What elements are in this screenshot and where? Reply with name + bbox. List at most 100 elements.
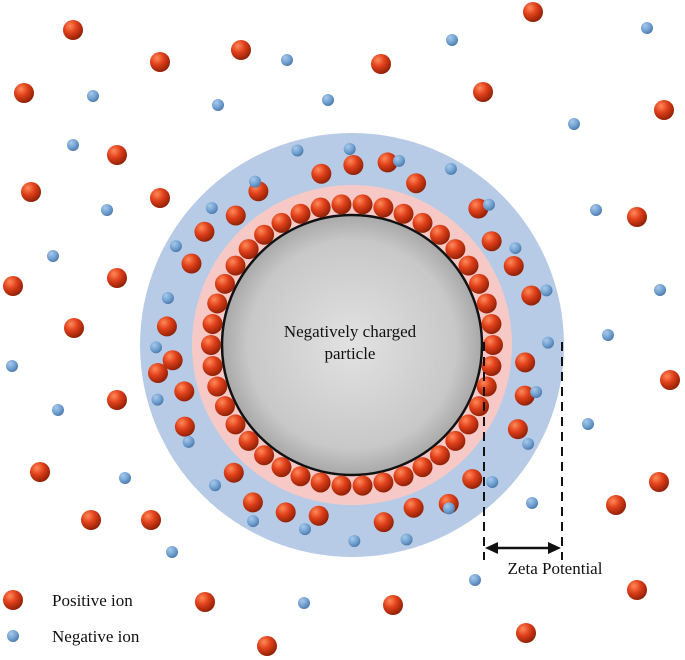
positive-ion [503, 255, 524, 276]
positive-ion [225, 205, 246, 226]
positive-ion [21, 182, 41, 202]
positive-ion [156, 316, 177, 337]
positive-ion [412, 212, 433, 233]
positive-ion [257, 636, 277, 656]
negative-ion [151, 393, 164, 406]
positive-ion [373, 472, 394, 493]
positive-ion [214, 396, 235, 417]
negative-ion [641, 22, 653, 34]
positive-ion [469, 273, 490, 294]
negative-ion [87, 90, 99, 102]
positive-ion [627, 207, 647, 227]
negative-ion [568, 118, 580, 130]
negative-ion [52, 404, 64, 416]
positive-ion [310, 197, 331, 218]
positive-ion [473, 82, 493, 102]
positive-ion [481, 356, 502, 377]
positive-ion [483, 335, 503, 355]
positive-ion [476, 376, 497, 397]
positive-ion [462, 468, 483, 489]
negative-ion [509, 242, 522, 255]
positive-ion [214, 273, 235, 294]
positive-ion [308, 505, 329, 526]
positive-ion [445, 239, 466, 260]
legend-positive-ion-label: Positive ion [52, 591, 133, 610]
negative-ion [348, 534, 361, 547]
positive-ion [481, 231, 502, 252]
negative-ion [249, 175, 262, 188]
positive-ion [507, 419, 528, 440]
positive-ion [310, 472, 331, 493]
negative-ion [298, 597, 310, 609]
positive-ion [162, 350, 183, 371]
positive-ion [174, 416, 195, 437]
positive-ion [238, 430, 259, 451]
positive-ion-icon [3, 590, 23, 610]
negative-ion [212, 99, 224, 111]
positive-ion [63, 20, 83, 40]
positive-ion [371, 54, 391, 74]
positive-ion [654, 100, 674, 120]
positive-ion [81, 510, 101, 530]
positive-ion [660, 370, 680, 390]
negative-ion [540, 284, 553, 297]
negative-ion [590, 204, 602, 216]
positive-ion [343, 155, 364, 176]
positive-ion [181, 253, 202, 274]
positive-ion [476, 293, 497, 314]
positive-ion [195, 592, 215, 612]
positive-ion [481, 313, 502, 334]
negative-ion [526, 497, 538, 509]
negative-ion [166, 546, 178, 558]
negative-ion [442, 502, 455, 515]
positive-ion [107, 268, 127, 288]
negative-ion [47, 250, 59, 262]
positive-ion [373, 512, 394, 533]
negative-ion [400, 533, 413, 546]
positive-ion [231, 40, 251, 60]
positive-ion [150, 52, 170, 72]
negative-ion [6, 360, 18, 372]
positive-ion [207, 376, 228, 397]
positive-ion [352, 194, 373, 215]
positive-ion [393, 203, 414, 224]
zeta-arrow [485, 542, 561, 554]
positive-ion [242, 492, 263, 513]
negative-ion [281, 54, 293, 66]
negative-ion [486, 475, 499, 488]
negative-ion [530, 386, 543, 399]
positive-ion [649, 472, 669, 492]
negative-ion [541, 336, 554, 349]
positive-ion [516, 623, 536, 643]
zeta-potential-label: Zeta Potential [508, 559, 603, 578]
positive-ion [514, 385, 535, 406]
positive-ion [14, 83, 34, 103]
negative-ion [247, 515, 260, 528]
negative-ion [67, 139, 79, 151]
positive-ion [174, 381, 195, 402]
positive-ion [458, 255, 479, 276]
positive-ion [290, 203, 311, 224]
negative-ion [150, 341, 163, 354]
positive-ion [141, 510, 161, 530]
positive-ion [445, 430, 466, 451]
positive-ion [64, 318, 84, 338]
positive-ion [225, 255, 246, 276]
positive-ion [406, 173, 427, 194]
negative-ion [161, 291, 174, 304]
particle-label-line1: Negatively charged [284, 322, 417, 341]
positive-ion [377, 152, 398, 173]
positive-ion [238, 239, 259, 260]
positive-ion [107, 145, 127, 165]
negative-ion [444, 162, 457, 175]
positive-ion [148, 363, 168, 383]
negative-ion [209, 479, 222, 492]
positive-ion [469, 396, 490, 417]
positive-ion [383, 595, 403, 615]
positive-ion [352, 475, 373, 496]
positive-ion [290, 466, 311, 487]
negative-ion [322, 94, 334, 106]
positive-ion [429, 445, 450, 466]
positive-ion [412, 457, 433, 478]
negative-ion [169, 240, 182, 253]
